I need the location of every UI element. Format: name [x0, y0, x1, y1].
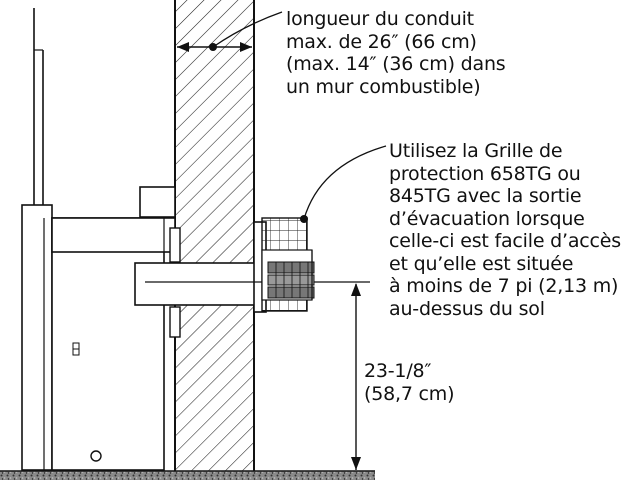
- height-dimension: [351, 283, 361, 470]
- duct-length-dimension: [177, 11, 283, 52]
- grille-leader: [300, 145, 387, 223]
- protection-grille: [261, 217, 315, 312]
- grille-note-label: Utilisez la Grille de protection 658TG o…: [389, 140, 621, 320]
- flue-pipe: [33, 8, 44, 212]
- duct-length-label: longueur du conduit max. de 26″ (66 cm) …: [286, 8, 506, 98]
- ground: [0, 470, 375, 480]
- height-label: 23-1/8″ (58,7 cm): [364, 360, 455, 405]
- wall: [168, 0, 260, 472]
- lower-flange: [169, 306, 181, 338]
- upper-duct: [51, 186, 181, 263]
- stove-body: [21, 204, 165, 471]
